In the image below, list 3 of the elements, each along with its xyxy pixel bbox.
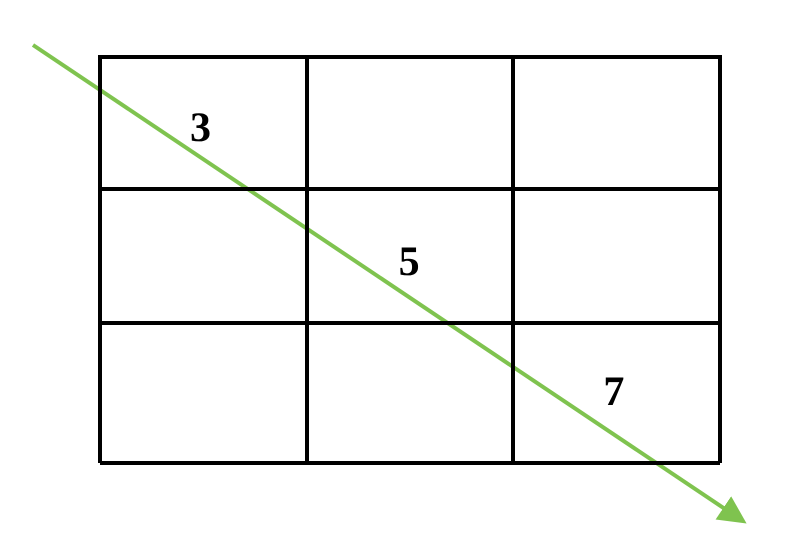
- cell-number: 5: [398, 241, 420, 283]
- cell-number: 3: [190, 107, 211, 149]
- cell-number: 7: [603, 371, 624, 413]
